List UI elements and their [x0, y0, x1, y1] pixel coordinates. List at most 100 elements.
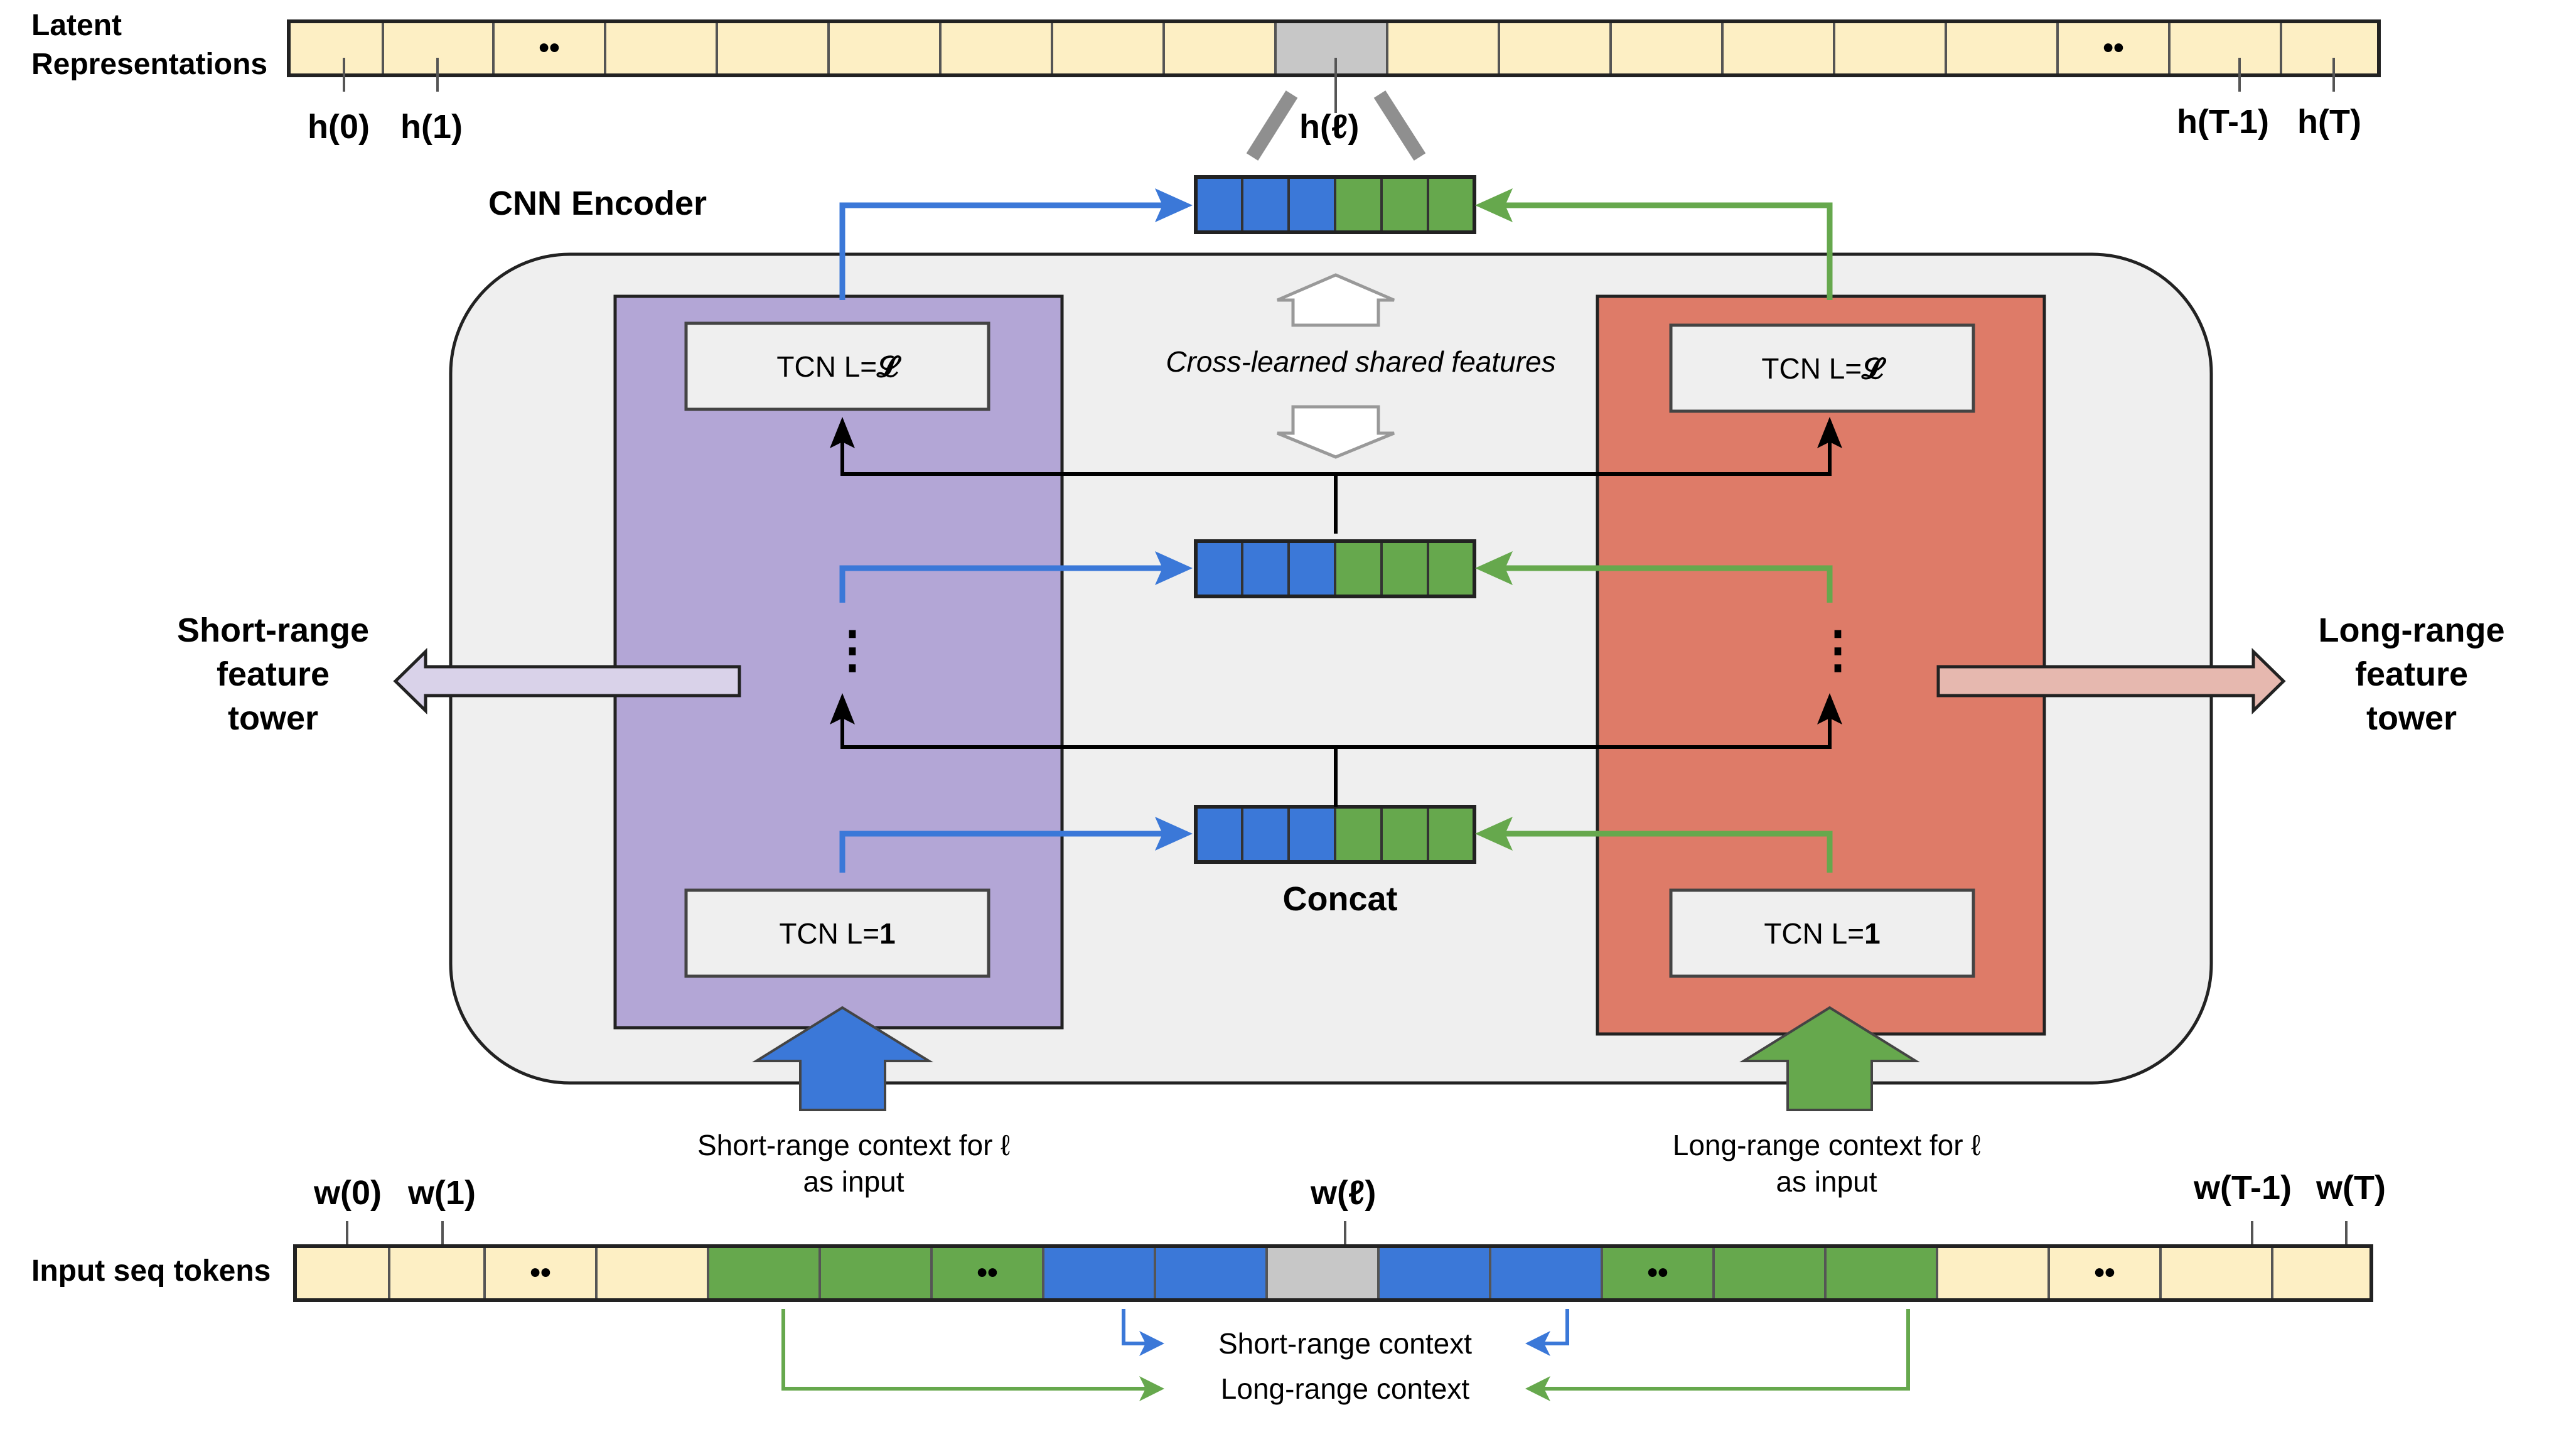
latent-cell — [1162, 20, 1277, 77]
latent-cell — [604, 20, 718, 77]
token-tick-wT-1: w(T-1) — [2193, 1169, 2292, 1207]
context-brackets — [781, 1309, 1910, 1391]
concat-cell-long — [1380, 540, 1429, 598]
token-tick-wl: w(ℓ) — [1310, 1174, 1376, 1212]
latent-label-line2: Representations — [31, 48, 267, 81]
token-cell — [818, 1245, 933, 1301]
short-feed-arrowheads — [1155, 188, 1193, 851]
concat-cell-long — [1380, 805, 1429, 863]
concat-cell-short — [1241, 805, 1290, 863]
shared-connector-mid-right — [1336, 709, 1832, 749]
short-tcn-top-label: TCN L= — [776, 350, 877, 383]
token-cell — [1824, 1245, 1938, 1301]
long-tcn-bottom-box: TCN L=1 — [1669, 888, 1975, 978]
latent-dots: •• — [2103, 31, 2124, 65]
long-tower-line2: feature — [2355, 655, 2468, 693]
token-bar-outline — [293, 1244, 2373, 1302]
shared-connector-top-left — [840, 433, 1338, 534]
latent-tick-hl: h(ℓ) — [1299, 108, 1359, 146]
short-tcn-bottom-box: TCN L=1 — [684, 888, 990, 978]
short-feed-arrows — [839, 202, 1180, 873]
concat-rows — [1194, 175, 1476, 864]
concat-cell-short — [1241, 176, 1290, 234]
concat-cell-short — [1287, 540, 1336, 598]
token-dots: •• — [530, 1256, 551, 1289]
token-cell — [1936, 1245, 2050, 1301]
concat-row — [1194, 539, 1476, 598]
token-cell — [388, 1245, 486, 1301]
concat-cell-long — [1334, 540, 1383, 598]
short-bracket-right — [1541, 1309, 1569, 1345]
token-tick-wT: w(T) — [2316, 1169, 2386, 1207]
long-context-line1: Long-range context for ℓ — [1673, 1129, 1981, 1161]
latent-cell — [1833, 20, 1947, 77]
token-cell — [1377, 1245, 1491, 1301]
concat-cell-long — [1334, 176, 1383, 234]
latent-tick-h0: h(0) — [308, 108, 370, 146]
long-tcn-bottom-value: 1 — [1864, 917, 1881, 950]
concat-cell-short — [1241, 540, 1290, 598]
latent-cell — [1386, 20, 1500, 77]
short-context-line1: Short-range context for ℓ — [697, 1129, 1010, 1161]
latent-cell — [1498, 20, 1612, 77]
concat-cell-short — [1194, 805, 1243, 863]
latent-cell — [716, 20, 830, 77]
token-cell — [2271, 1245, 2373, 1301]
shared-connector-top-right — [1336, 433, 1832, 476]
latent-cell — [1721, 20, 1835, 77]
token-sequence-bar: •••••••• — [293, 1244, 2373, 1302]
concat-cell-long — [1380, 176, 1429, 234]
long-tcn-top-label: TCN L= — [1761, 352, 1862, 385]
cross-down-arrow — [1277, 405, 1395, 459]
long-feed-arrows — [1488, 202, 1833, 873]
latent-label-line1: Latent — [31, 9, 122, 42]
latent-cell — [1609, 20, 1724, 77]
short-context-line2: as input — [803, 1165, 904, 1198]
latent-cell — [2168, 20, 2282, 77]
latent-cell — [1945, 20, 2059, 77]
long-tower-arrow — [1936, 648, 2286, 714]
token-cell — [1154, 1245, 1268, 1301]
long-tower-line3: tower — [2366, 699, 2457, 737]
concat-cell-long — [1334, 805, 1383, 863]
cross-up-arrow — [1277, 273, 1395, 327]
latent-tick-hT: h(T) — [2297, 103, 2361, 141]
long-tcn-top-box: TCN L=𝓛 — [1669, 323, 1975, 413]
svg-text:TCN L=1: TCN L=1 — [1764, 917, 1880, 950]
short-tcn-bottom-label: TCN L= — [779, 917, 879, 950]
shared-connector-mid-left — [840, 709, 1338, 807]
token-dots: •• — [977, 1256, 998, 1289]
short-tower-line1: Short-range — [177, 611, 369, 649]
latent-tick-h1: h(1) — [400, 108, 463, 146]
svg-text:TCN L=1: TCN L=1 — [779, 917, 895, 950]
short-tcn-bottom-value: 1 — [879, 917, 896, 950]
latent-tick-hT-1: h(T-1) — [2177, 103, 2269, 141]
shared-connectors — [840, 433, 1832, 807]
concat-cell-long — [1427, 540, 1476, 598]
cross-learned-label: Cross-learned shared features — [1166, 345, 1555, 378]
svg-text:TCN L=𝓛: TCN L=𝓛 — [1761, 352, 1886, 385]
concat-cell-long — [1427, 805, 1476, 863]
long-range-tower: Long-range feature tower — [1936, 611, 2504, 737]
token-dots: •• — [1647, 1256, 1668, 1289]
long-feed-arrowheads — [1475, 188, 1513, 851]
long-feed-top — [1488, 202, 1833, 300]
short-feed-top — [839, 202, 1180, 300]
concat-cell-short — [1287, 805, 1336, 863]
long-tcn-bottom-label: TCN L= — [1764, 917, 1864, 950]
short-tower-arrow — [393, 648, 741, 714]
token-cell — [2047, 1245, 2162, 1301]
token-cell — [930, 1245, 1044, 1301]
svg-text:TCN L=𝓛: TCN L=𝓛 — [776, 350, 901, 383]
latent-bar-outline — [287, 19, 2381, 77]
long-input-arrow — [1739, 1006, 1921, 1111]
short-range-tower: Short-range feature tower — [177, 611, 741, 737]
latent-ticks — [343, 58, 2335, 113]
token-cell — [1712, 1245, 1827, 1301]
long-bracket-right — [1541, 1309, 1910, 1391]
concat-cell-short — [1287, 176, 1336, 234]
concat-label: Concat — [1282, 880, 1397, 918]
concat-cell-short — [1194, 176, 1243, 234]
short-tower-line3: tower — [228, 699, 318, 737]
